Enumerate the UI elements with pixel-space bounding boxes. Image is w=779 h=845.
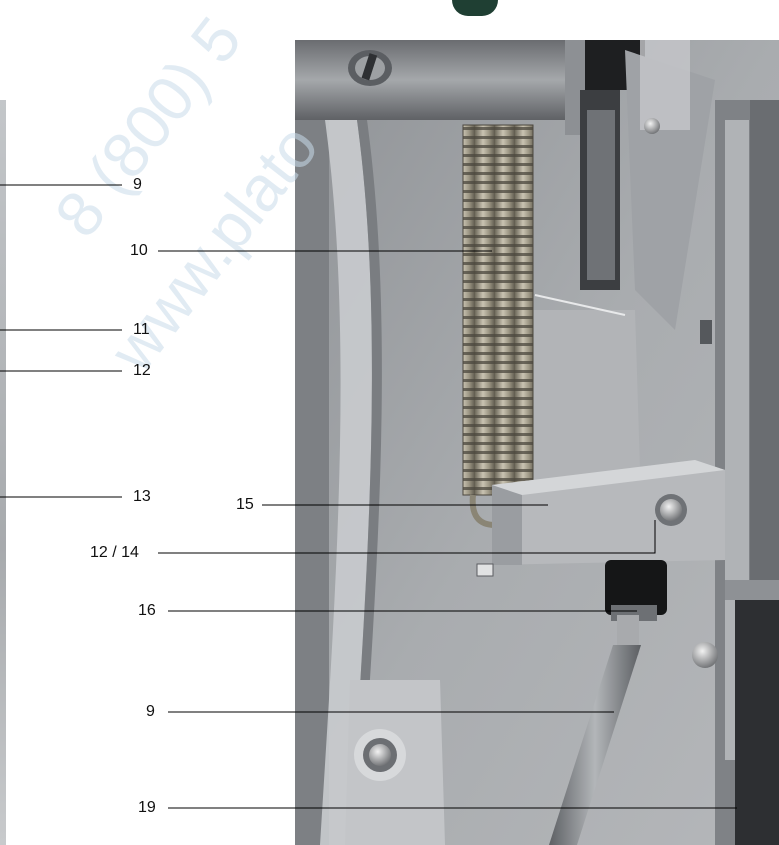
left-photo-edge — [0, 100, 6, 845]
callout-10: 10 — [130, 242, 148, 259]
callout-11: 11 — [133, 321, 150, 338]
callout-9-top: 9 — [133, 176, 142, 193]
callout-12: 12 — [133, 362, 151, 379]
callout-19: 19 — [138, 799, 156, 816]
callout-16: 16 — [138, 602, 156, 619]
callout-12-14: 12 / 14 — [90, 544, 139, 561]
callout-9-bottom: 9 — [146, 703, 155, 720]
leader-12-14 — [158, 520, 656, 554]
callout-13: 13 — [133, 488, 151, 505]
mechanism-photo — [295, 40, 779, 845]
callout-15: 15 — [236, 496, 254, 513]
top-object-fragment — [452, 0, 498, 16]
